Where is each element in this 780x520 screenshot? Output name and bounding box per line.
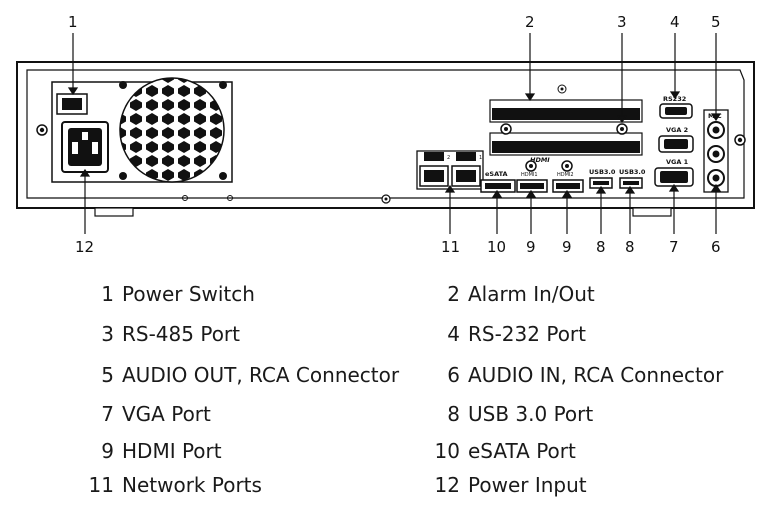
legend-label: RS-485 Port <box>122 322 240 346</box>
legend-num: 6 <box>447 363 460 387</box>
legend-item-5: 5 AUDIO OUT, RCA Connector <box>84 363 399 387</box>
legend-num: 11 <box>88 473 114 497</box>
legend-label: USB 3.0 Port <box>468 402 594 426</box>
legend-num: 8 <box>447 402 460 426</box>
legend-item-12: 12 Power Input <box>430 473 587 497</box>
legend-num: 9 <box>101 439 114 463</box>
network-port-label-1: 1 <box>479 155 482 161</box>
vga1-label: VGA 1 <box>666 158 689 166</box>
legend-num: 5 <box>101 363 114 387</box>
legend-item-9: 9 HDMI Port <box>84 439 222 463</box>
callout-bottom-8a: 8 <box>596 238 606 256</box>
callout-bottom-12: 12 <box>75 238 94 256</box>
callout-top-3: 3 <box>617 13 627 31</box>
callout-bottom-9b: 9 <box>562 238 572 256</box>
callout-numbers: 1 2 3 4 5 12 11 10 9 9 8 8 7 6 <box>68 13 721 256</box>
legend-label: Alarm In/Out <box>468 282 595 306</box>
hdmi-port-label-b: HDMI2 <box>557 172 574 178</box>
callout-lines <box>67 33 722 234</box>
hdmi-logo: HDMI <box>530 156 550 164</box>
serial-vga-ports: RS232 VGA 2 VGA 1 <box>654 95 694 187</box>
fan-grille <box>119 77 225 183</box>
vga2-label: VGA 2 <box>666 126 688 134</box>
legend-item-11: 11 Network Ports <box>84 473 262 497</box>
legend-num: 12 <box>434 473 460 497</box>
legend-label: AUDIO IN, RCA Connector <box>468 363 724 387</box>
legend-item-1: 1 Power Switch <box>84 282 255 306</box>
legend-label: eSATA Port <box>468 439 576 463</box>
legend: 1 Power Switch 2 Alarm In/Out 3 RS-485 Port… <box>0 278 780 508</box>
legend-label: Power Input <box>468 473 587 497</box>
callout-top-2: 2 <box>525 13 535 31</box>
legend-item-3: 3 RS-485 Port <box>84 322 240 346</box>
legend-num: 7 <box>101 402 114 426</box>
rear-panel-diagram: 2 1 HDMI eSATA HDMI1 HDMI2 <box>16 13 755 256</box>
usb-label-b: USB3.0 <box>619 168 646 176</box>
legend-label: Network Ports <box>122 473 262 497</box>
usb-label-a: USB3.0 <box>589 168 616 176</box>
legend-label: Power Switch <box>122 282 255 306</box>
legend-num: 2 <box>447 282 460 306</box>
legend-num: 3 <box>101 322 114 346</box>
esata-label: eSATA <box>485 170 508 178</box>
callout-top-4: 4 <box>670 13 680 31</box>
callout-bottom-9a: 9 <box>526 238 536 256</box>
callout-bottom-11: 11 <box>441 238 460 256</box>
rs232-label: RS232 <box>663 95 686 103</box>
legend-item-10: 10 eSATA Port <box>430 439 576 463</box>
legend-item-7: 7 VGA Port <box>84 402 211 426</box>
legend-item-4: 4 RS-232 Port <box>430 322 586 346</box>
legend-label: AUDIO OUT, RCA Connector <box>122 363 400 387</box>
power-supply-module <box>51 77 233 183</box>
audio-rca-group: MIC <box>703 109 729 193</box>
callout-bottom-7: 7 <box>669 238 679 256</box>
legend-label: VGA Port <box>122 402 211 426</box>
esata-port-group: eSATA <box>480 170 516 193</box>
legend-num: 1 <box>101 282 114 306</box>
network-ports: 2 1 <box>416 150 484 190</box>
legend-label: HDMI Port <box>122 439 222 463</box>
callout-top-5: 5 <box>711 13 721 31</box>
legend-item-6: 6 AUDIO IN, RCA Connector <box>430 363 723 387</box>
legend-num: 4 <box>447 322 460 346</box>
legend-num: 10 <box>434 439 460 463</box>
hdmi-port-label-a: HDMI1 <box>521 172 538 178</box>
hdmi-ports: HDMI1 HDMI2 <box>516 160 584 193</box>
callout-bottom-10: 10 <box>487 238 506 256</box>
callout-bottom-6: 6 <box>711 238 721 256</box>
network-port-label-2: 2 <box>447 155 450 161</box>
legend-item-8: 8 USB 3.0 Port <box>430 402 593 426</box>
legend-item-2: 2 Alarm In/Out <box>430 282 595 306</box>
callout-top-1: 1 <box>68 13 78 31</box>
callout-bottom-8b: 8 <box>625 238 635 256</box>
legend-label: RS-232 Port <box>468 322 586 346</box>
alarm-terminal-blocks: HDMI <box>489 99 643 164</box>
